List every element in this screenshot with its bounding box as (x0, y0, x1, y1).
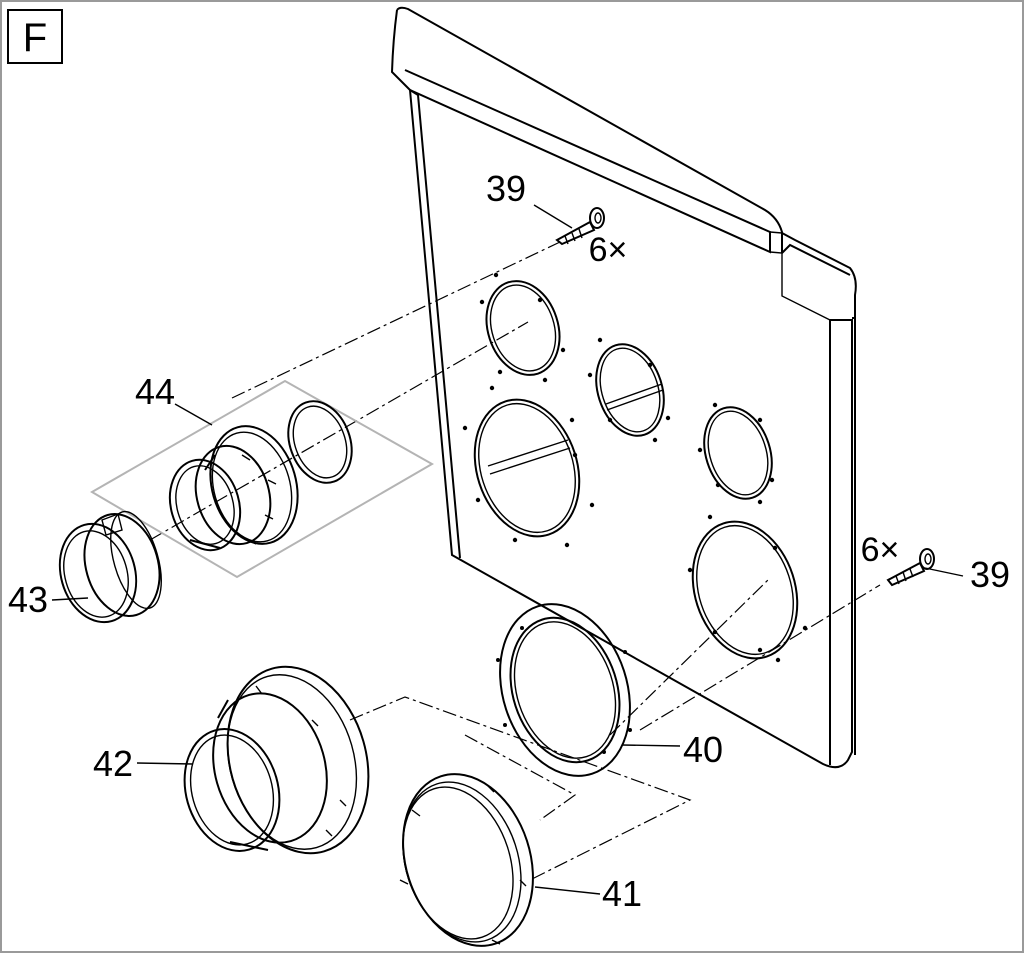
label-cap: 43 (8, 579, 48, 620)
leader-large-adapter (136, 762, 194, 765)
leader-small-adapter (174, 403, 213, 426)
label-clamp-ring: 41 (602, 873, 642, 914)
panel-letter: F (23, 16, 47, 60)
plate-opening-2 (595, 343, 665, 437)
label-screw-right-qty: 6× (861, 531, 900, 569)
assembly-center-lines (149, 241, 881, 881)
plate-opening-5 (691, 520, 799, 660)
label-screw-right: 39 (970, 554, 1010, 595)
cap (58, 510, 162, 624)
leader-cap (51, 597, 89, 601)
leader-screw-right (924, 567, 964, 577)
flange-ring (496, 603, 632, 777)
highlight-box-small-adapter (90, 379, 435, 579)
leader-screw-top (533, 204, 573, 229)
panel-letter-box: F (7, 9, 63, 64)
screw-holes (462, 272, 808, 663)
plate-opening-1 (485, 280, 561, 376)
small-adapter (168, 425, 299, 552)
screw-top (555, 207, 605, 246)
label-large-adapter: 42 (93, 743, 133, 784)
o-ring (287, 400, 353, 484)
mounting-plate (409, 89, 856, 769)
label-screw-top: 39 (486, 168, 526, 209)
label-small-adapter: 44 (135, 371, 175, 412)
leader-flange-ring (621, 744, 681, 747)
plate-opening-4 (703, 406, 773, 500)
label-flange-ring: 40 (683, 729, 723, 770)
large-adapter (183, 665, 370, 855)
clamp-ring (399, 773, 534, 947)
housing-top-edge (390, 6, 857, 321)
leader-clamp-ring (534, 886, 601, 895)
label-screw-top-qty: 6× (589, 231, 628, 269)
plate-opening-3 (473, 398, 581, 538)
